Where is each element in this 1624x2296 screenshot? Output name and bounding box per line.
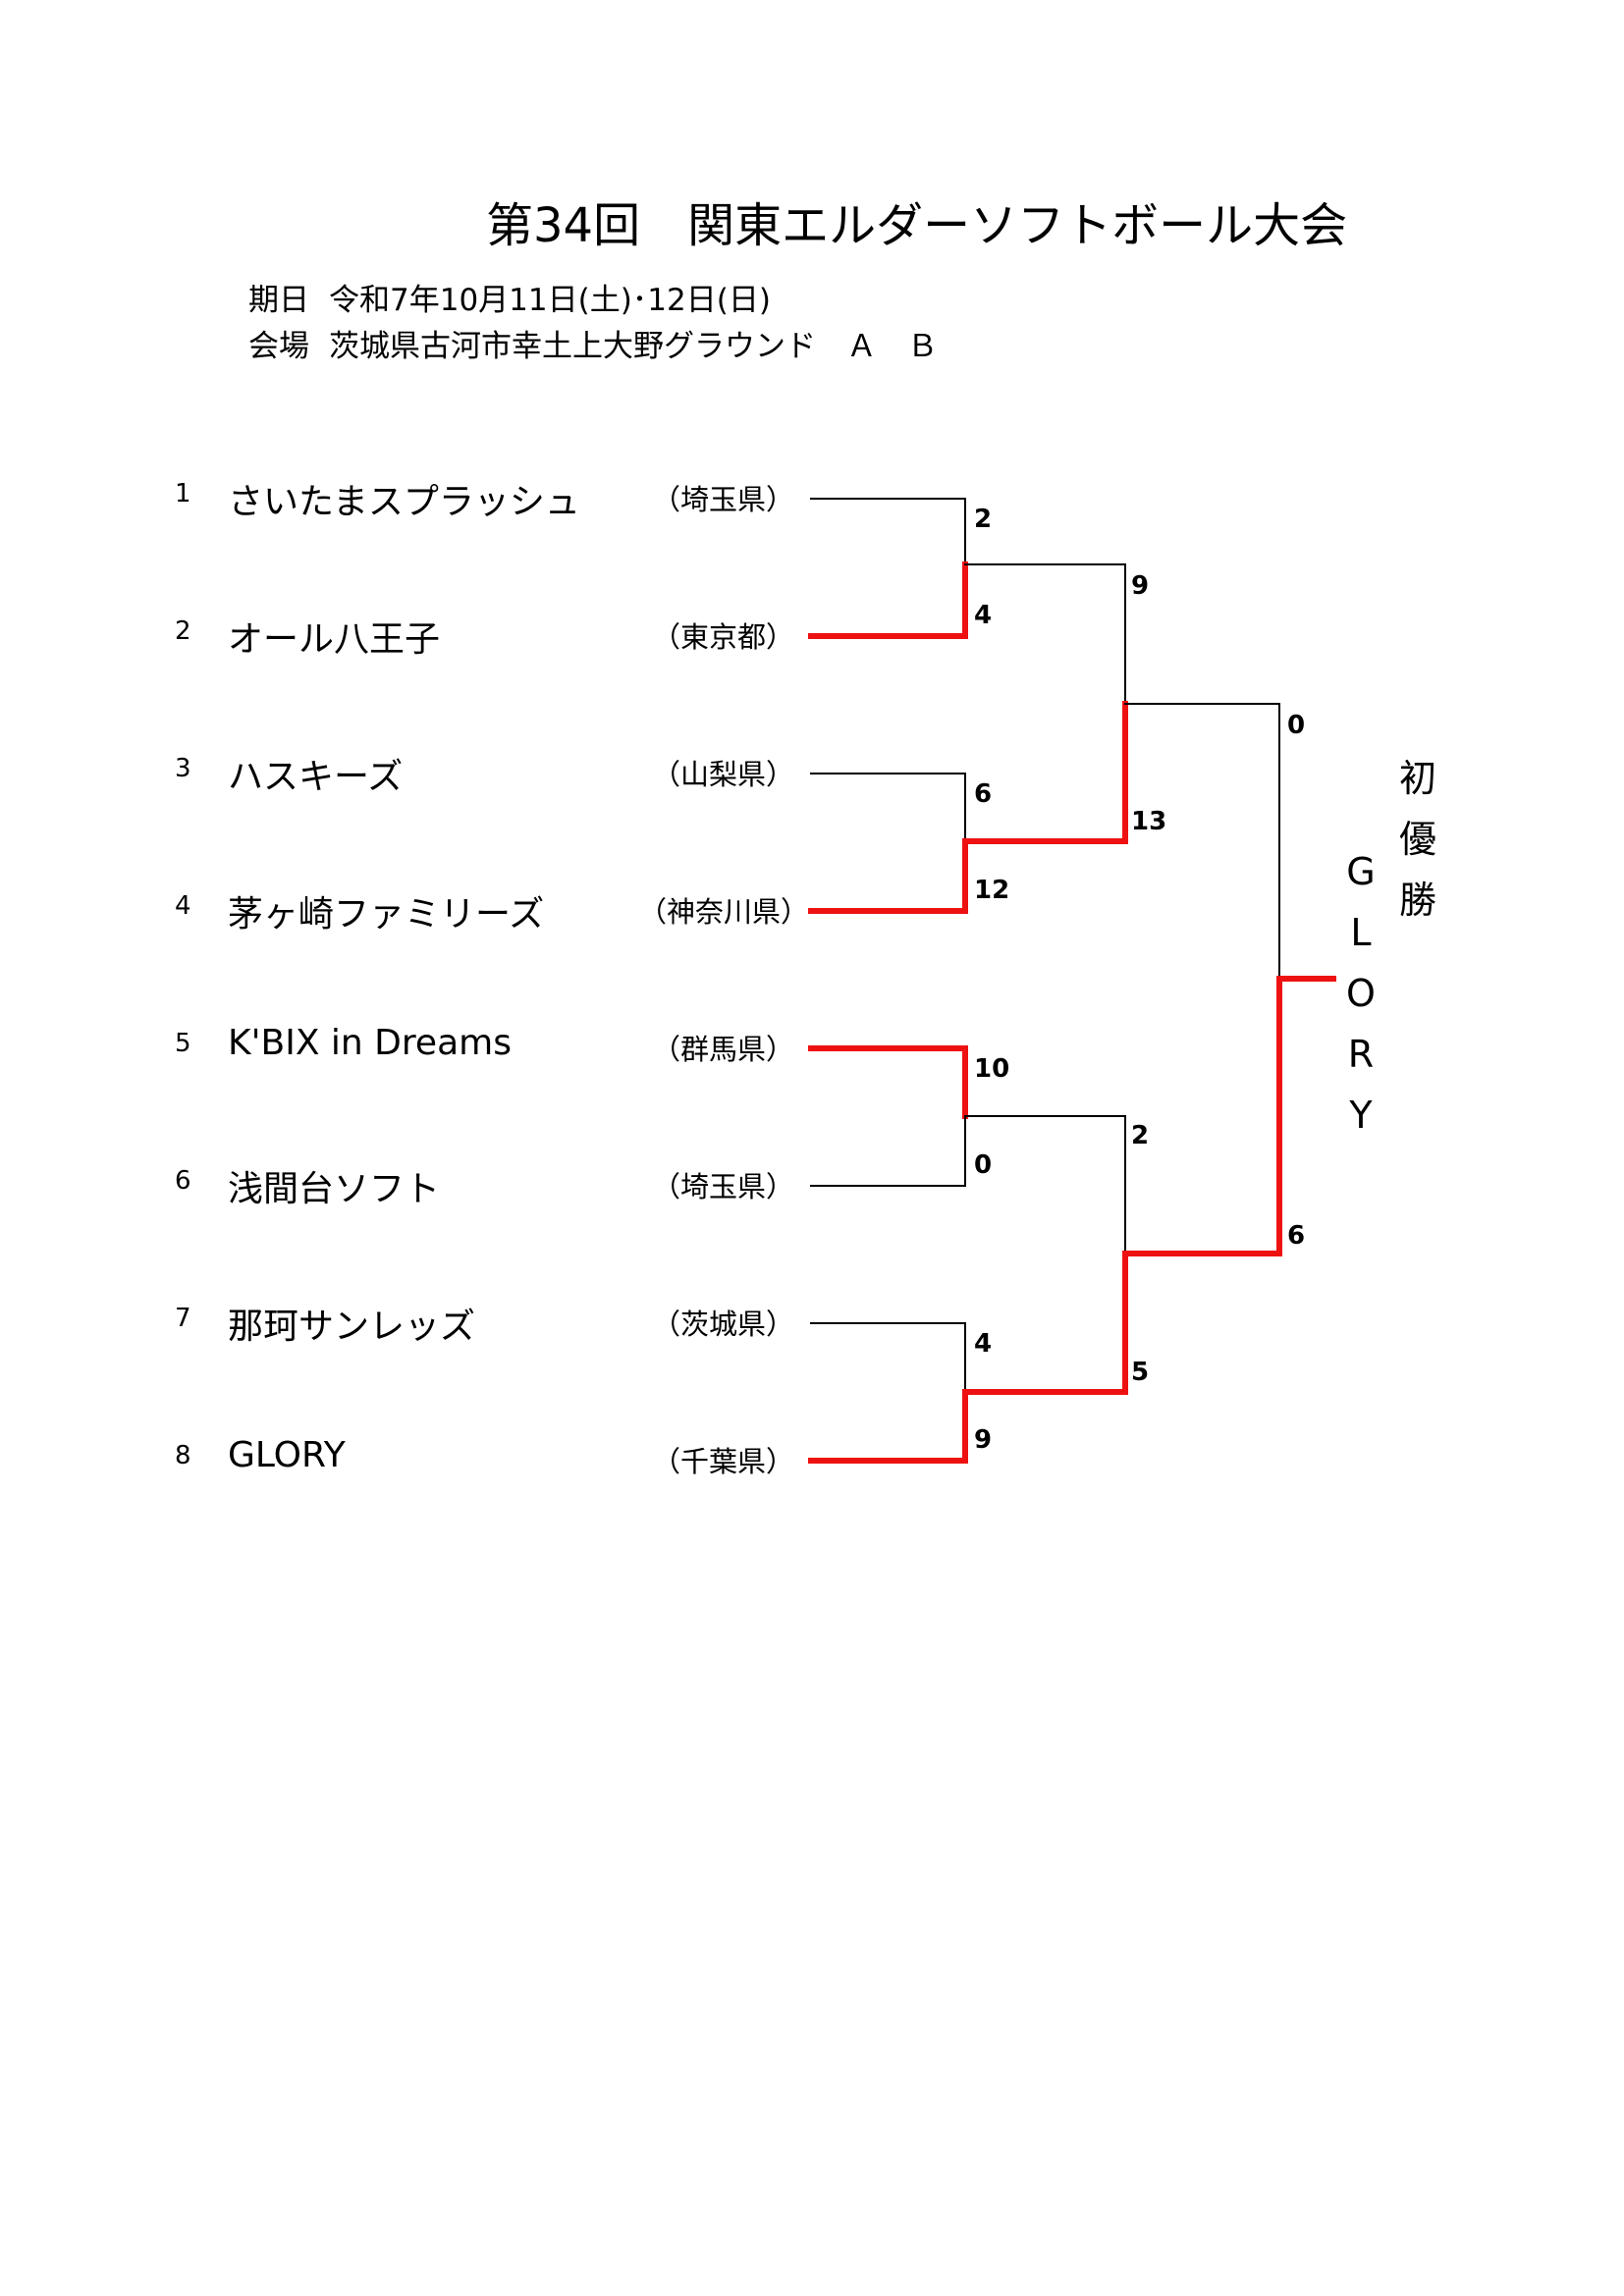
date-line: 期日令和7年10月11日(土)･12日(日) [248,275,771,319]
venue-value: 茨城県古河市幸土上大野グラウンド Ａ Ｂ [329,329,938,364]
team-prefecture: （茨城県） [652,1308,795,1341]
team-name: オール八王子 [228,619,441,660]
match-score: 13 [1131,807,1167,836]
team-seed: 7 [175,1304,191,1333]
match-score: 6 [1287,1221,1306,1251]
team-seed: 4 [175,891,191,921]
match-score: 4 [974,1329,993,1359]
match-score: 6 [974,779,993,809]
team-prefecture: （千葉県） [652,1445,795,1478]
champion-name-char: O [1346,972,1376,1015]
bracket-line-loser [964,563,1126,705]
match-score: 4 [974,601,993,630]
team-prefecture: （山梨県） [652,758,795,791]
team-prefecture: （埼玉県） [652,483,795,516]
bracket-line-loser [964,1115,1126,1255]
team-seed: 5 [175,1029,191,1058]
team-name: K'BIX in Dreams [228,1023,512,1063]
team-prefecture: （埼玉県） [652,1170,795,1203]
match-score: 2 [1131,1121,1150,1150]
champion-label-char: 勝 [1398,879,1436,922]
champion-name-char: G [1346,850,1376,893]
match-score: 9 [1131,571,1150,601]
match-score: 9 [974,1425,993,1455]
match-score: 12 [974,876,1010,905]
bracket-line-winner [808,1389,968,1464]
champion-label-char: 優 [1398,818,1436,861]
bracket-line-loser [1124,703,1280,980]
bracket-line-winner [962,1251,1128,1395]
bracket-line-loser [810,1322,966,1393]
bracket-line-loser [810,773,966,842]
team-prefecture: （群馬県） [652,1033,795,1066]
champion-name-char: L [1350,911,1372,954]
team-seed: 8 [175,1441,191,1470]
team-seed: 3 [175,754,191,783]
venue-line: 会場茨城県古河市幸土上大野グラウンド Ａ Ｂ [248,321,938,365]
date-label: 期日 [248,283,309,318]
bracket-line-winner [808,838,968,914]
team-name: GLORY [228,1435,346,1475]
match-score: 0 [1287,711,1306,740]
team-name: 茅ヶ崎ファミリーズ [228,894,545,934]
team-seed: 2 [175,616,191,646]
team-name: 浅間台ソフト [228,1169,441,1209]
team-seed: 1 [175,479,191,508]
team-prefecture: （神奈川県） [638,895,810,929]
date-value: 令和7年10月11日(土)･12日(日) [329,283,771,318]
bracket-line-winner [1122,976,1282,1256]
champion-label-char: 初 [1398,757,1436,800]
venue-label: 会場 [248,329,309,364]
bracket-line-winner [808,561,968,639]
match-score: 2 [974,505,993,534]
bracket-line-winner [962,701,1128,844]
match-score: 10 [974,1054,1010,1084]
team-name: ハスキーズ [228,757,404,797]
champion-name-char: R [1347,1033,1375,1076]
team-prefecture: （東京都） [652,620,795,654]
team-name: さいたまスプラッシュ [228,482,580,522]
bracket-line-loser [810,1115,966,1187]
match-score: 0 [974,1150,993,1180]
team-seed: 6 [175,1166,191,1196]
bracket-line-winner [808,1045,968,1119]
bracket-line-loser [810,498,966,565]
team-name: 那珂サンレッズ [228,1307,476,1347]
page-title: 第34回 関東エルダーソフトボール大会 [486,198,1348,253]
match-score: 5 [1131,1358,1150,1387]
champion-name-char: Y [1349,1094,1373,1137]
